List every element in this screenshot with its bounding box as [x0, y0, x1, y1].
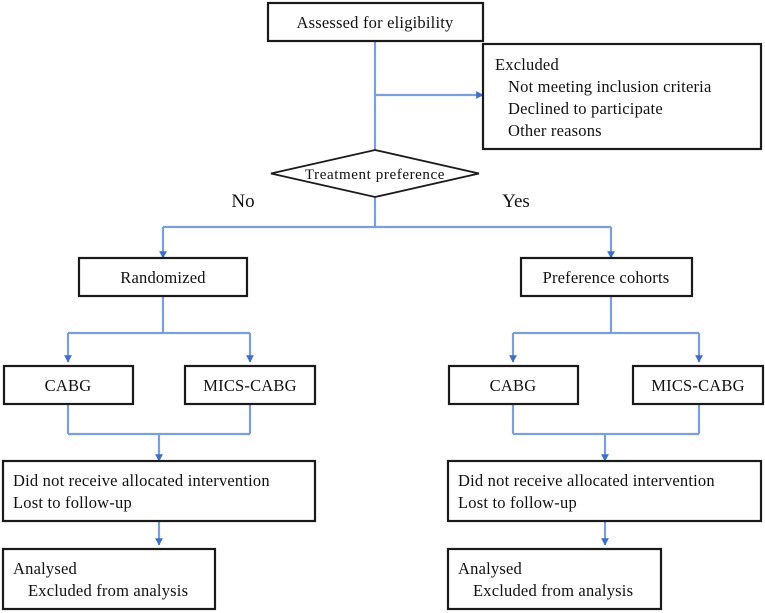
node-assessed-for-eligibility[interactable]: Assessed for eligibility [266, 1, 485, 43]
node-excluded-line-4: Other reasons [508, 121, 602, 140]
node-left-cabg[interactable]: CABG [2, 364, 135, 406]
node-left-mics-cabg-label: MICS-CABG [203, 376, 297, 395]
branch-label-no: No [231, 191, 254, 212]
node-excluded-line-1: Excluded [495, 55, 559, 74]
node-left-cabg-label: CABG [45, 376, 92, 395]
connector-layer [64, 41, 703, 546]
node-right-followup[interactable]: Did not receive allocated intervention L… [446, 459, 763, 523]
node-randomized-label: Randomized [120, 268, 206, 287]
node-right-mics-cabg-label: MICS-CABG [651, 376, 745, 395]
node-preference-cohorts-label: Preference cohorts [543, 268, 670, 287]
node-excluded-line-3: Declined to participate [508, 99, 663, 118]
node-right-followup-line-2: Lost to follow-up [458, 493, 577, 512]
node-randomized[interactable]: Randomized [77, 256, 249, 298]
node-right-followup-line-1: Did not receive allocated intervention [458, 471, 715, 490]
node-left-mics-cabg[interactable]: MICS-CABG [183, 364, 317, 406]
node-right-analysed[interactable]: Analysed Excluded from analysis [446, 547, 663, 611]
node-treatment-preference-decision[interactable]: Treatment preference [270, 149, 480, 198]
node-right-cabg[interactable]: CABG [447, 364, 580, 406]
node-left-analysed-line-1: Analysed [13, 559, 77, 578]
node-excluded-line-2: Not meeting inclusion criteria [508, 77, 712, 96]
node-assessed-label: Assessed for eligibility [297, 13, 454, 32]
branch-label-yes: Yes [502, 191, 530, 212]
node-excluded[interactable]: Excluded Not meeting inclusion criteria … [481, 42, 763, 151]
node-left-followup-line-1: Did not receive allocated intervention [13, 471, 270, 490]
node-right-analysed-line-2: Excluded from analysis [473, 581, 633, 600]
node-right-mics-cabg[interactable]: MICS-CABG [631, 364, 765, 406]
node-left-followup-line-2: Lost to follow-up [13, 493, 132, 512]
node-decision-label: Treatment preference [305, 167, 445, 183]
node-preference-cohorts[interactable]: Preference cohorts [519, 256, 694, 298]
node-left-followup[interactable]: Did not receive allocated intervention L… [1, 459, 317, 523]
node-right-analysed-line-1: Analysed [458, 559, 522, 578]
node-left-analysed[interactable]: Analysed Excluded from analysis [1, 547, 217, 611]
node-left-analysed-line-2: Excluded from analysis [28, 581, 188, 600]
node-right-cabg-label: CABG [490, 376, 537, 395]
